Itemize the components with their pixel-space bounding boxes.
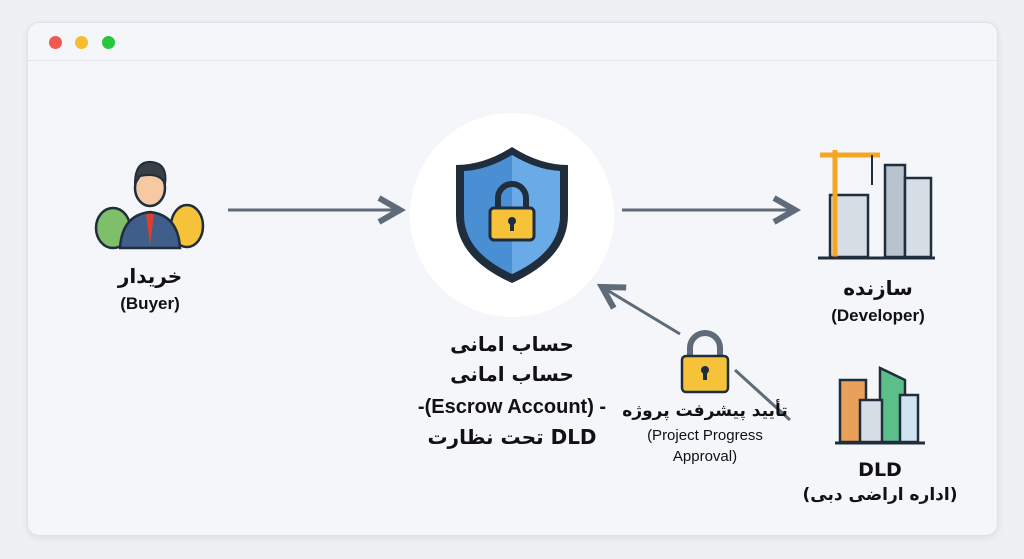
shield-lock-icon [456,147,568,283]
developer-title: سازنده [843,276,913,300]
approval-line-2: (Project Progress [647,427,763,444]
escrow-line-2: حساب امانی [450,362,574,386]
dld-title: DLD [858,459,902,481]
buyer-subtitle: (Buyer) [120,294,180,313]
escrow-line-1: حساب امانی [450,332,574,356]
developer-subtitle: (Developer) [831,306,925,325]
minimize-button[interactable] [75,36,88,49]
approval-title: تأیید پیشرفت پروژه [622,401,788,421]
buyer-with-money-bags-icon [94,160,205,250]
approval-line-3: Approval) [672,448,738,465]
title-bar [28,23,997,61]
buyer-title: خریدار [117,264,183,288]
dld-subtitle: (اداره اراضی دبی) [802,485,958,505]
padlock-icon [680,330,730,394]
close-button[interactable] [49,36,62,49]
escrow-line-4: تحت نظارت DLD [427,425,597,449]
office-buildings-icon [835,366,925,445]
arrow-dld-to-lock [733,368,792,422]
construction-crane-buildings-icon [818,150,935,260]
arrow-lock-to-escrow [602,287,681,336]
maximize-button[interactable] [102,36,115,49]
escrow-line-3: -(Escrow Account) - [417,396,607,418]
